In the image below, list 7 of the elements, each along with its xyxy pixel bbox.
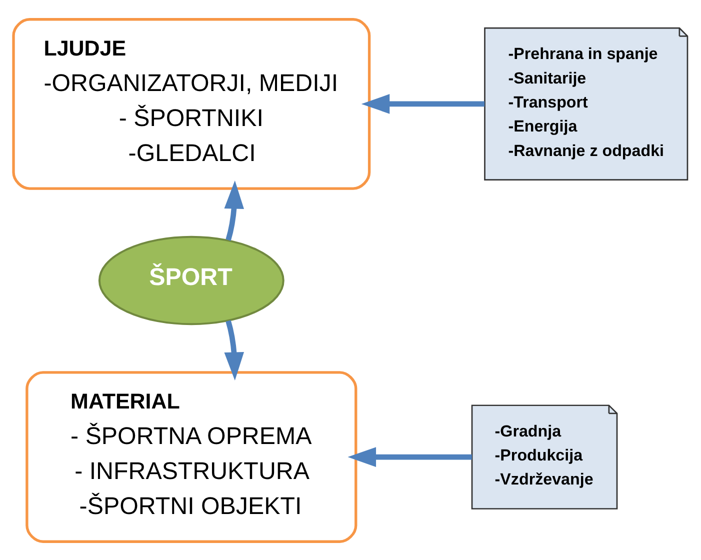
arrow [348,446,472,466]
node-box: LJUDJE -ORGANIZATORJI, MEDIJI - ŠPORTNIKI -GLEDALCI [12,18,371,190]
node-ellipse: ŠPORT [98,235,284,325]
node-box: MATERIAL - ŠPORTNA OPREMA - INFRASTRUKTURA -ŠPORTNI OBJEKTI [26,370,358,542]
arrow [361,94,485,114]
arrow [224,180,244,240]
arrow [224,320,244,380]
